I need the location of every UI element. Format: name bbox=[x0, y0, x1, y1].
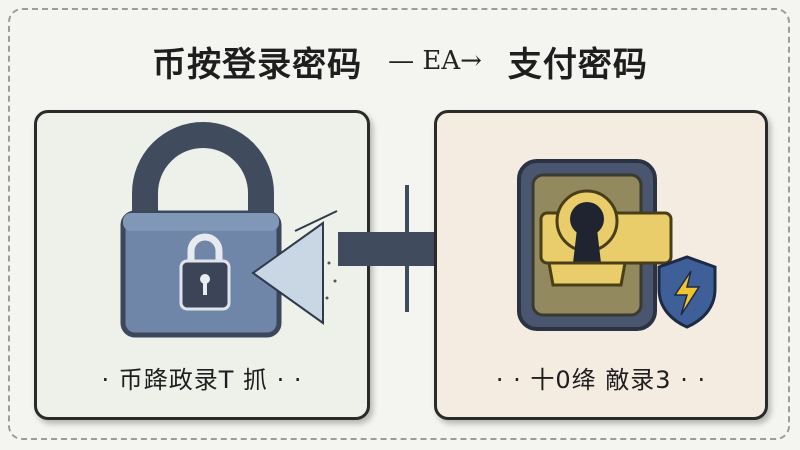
dashed-frame bbox=[8, 8, 790, 440]
heading-arrow-text: — EA→ bbox=[388, 46, 482, 76]
light-beam-icon bbox=[251, 210, 338, 325]
padlock-icon bbox=[120, 122, 338, 338]
payment-password-panel: · · 十0绛 敵录3 · · bbox=[434, 110, 768, 420]
shield-lightning-icon bbox=[657, 255, 717, 329]
heading-left-text: 币按登录密码 bbox=[152, 44, 363, 85]
small-padlock-icon bbox=[179, 233, 231, 311]
heading-right-text: 支付密码 bbox=[507, 44, 648, 85]
diagram-heading: 币按登录密码 — EA→ 支付密码 bbox=[0, 36, 800, 86]
keyhole-plate-icon bbox=[517, 159, 717, 331]
payment-password-caption: · · 十0绛 敵录3 · · bbox=[495, 366, 707, 394]
login-password-caption: · 币跭政录T 抓 · · bbox=[101, 366, 303, 394]
